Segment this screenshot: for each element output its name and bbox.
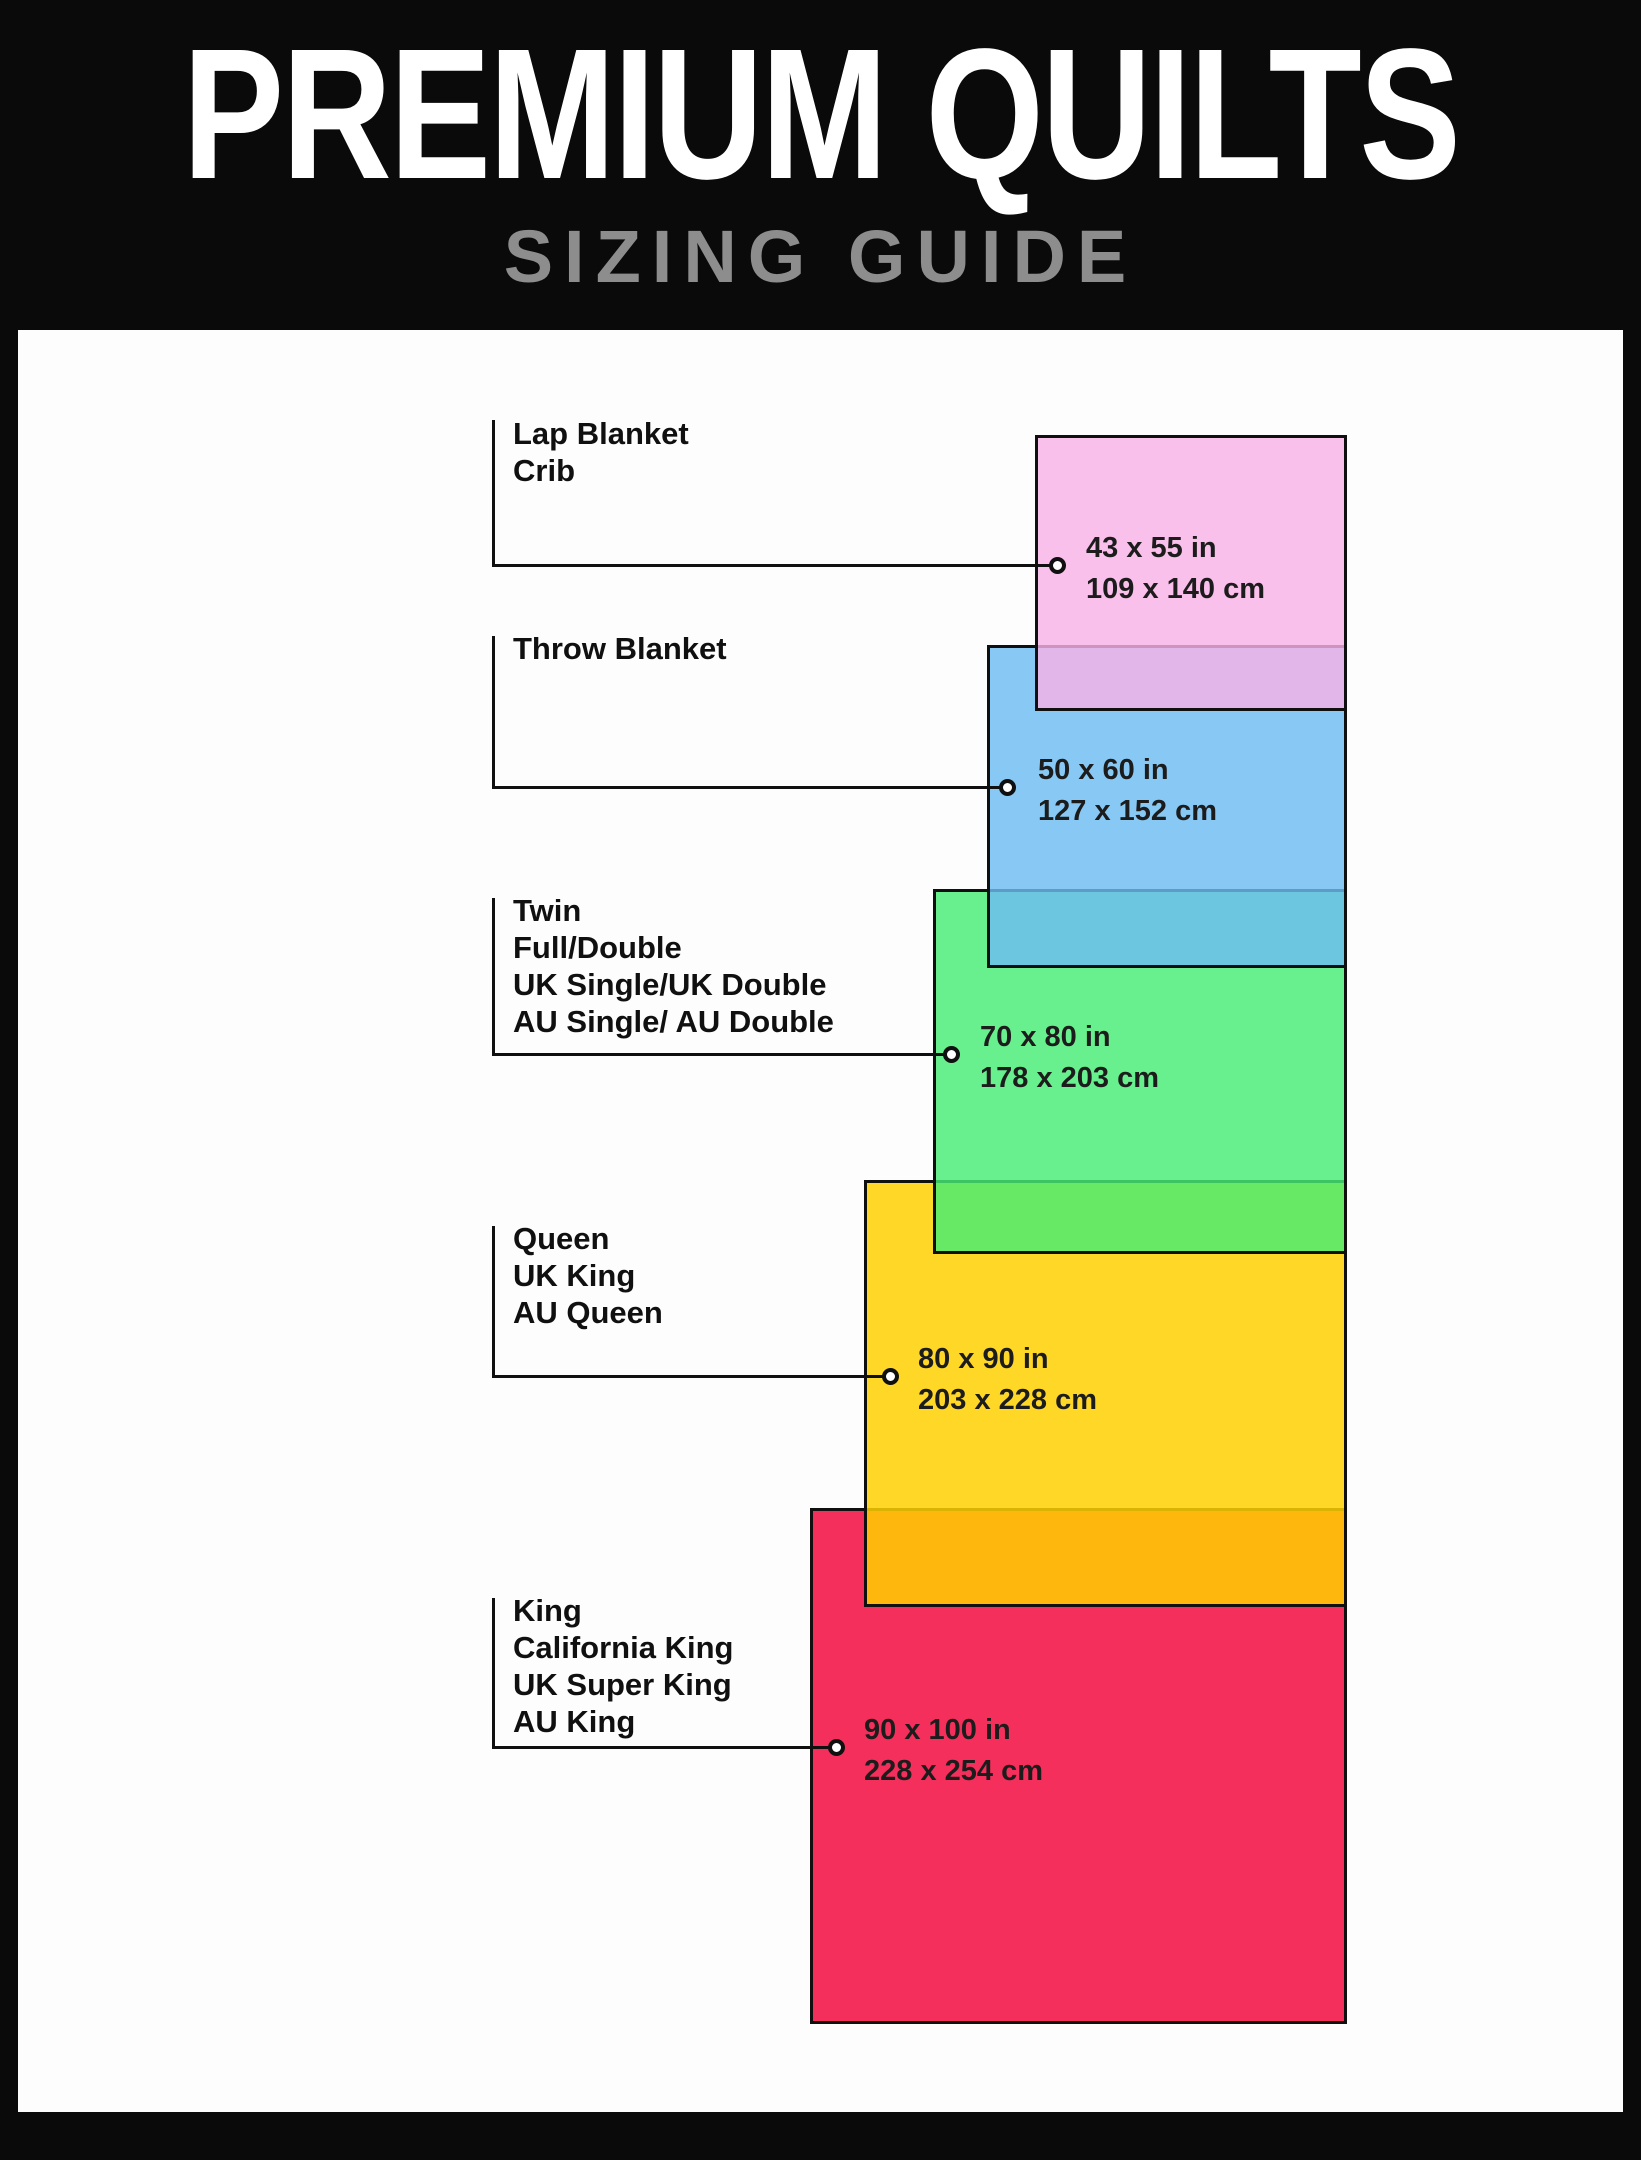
size-label-throw-blanket: Throw Blanket bbox=[513, 630, 727, 667]
connector-vline-twin-double bbox=[492, 898, 495, 1056]
label-line: UK King bbox=[513, 1258, 636, 1293]
dimension-cm: 203 x 228 cm bbox=[918, 1384, 1097, 1416]
dimensions-twin-double: 70 x 80 in 178 x 203 cm bbox=[980, 1017, 1159, 1099]
connector-hline-throw-blanket bbox=[492, 786, 1002, 789]
connector-hline-twin-double bbox=[492, 1053, 946, 1056]
connector-hline-queen bbox=[492, 1375, 885, 1378]
connector-hline-lap-blanket bbox=[492, 564, 1052, 567]
dimension-inches: 43 x 55 in bbox=[1086, 532, 1217, 564]
dimension-inches: 80 x 90 in bbox=[918, 1343, 1049, 1375]
header: PREMIUM QUILTS SIZING GUIDE bbox=[0, 0, 1641, 298]
connector-vline-king bbox=[492, 1598, 495, 1749]
dimensions-queen: 80 x 90 in 203 x 228 cm bbox=[918, 1339, 1097, 1421]
size-label-queen: Queen UK King AU Queen bbox=[513, 1220, 663, 1331]
dimension-inches: 50 x 60 in bbox=[1038, 754, 1169, 786]
size-label-twin-double: Twin Full/Double UK Single/UK Double AU … bbox=[513, 892, 834, 1040]
connector-dot-king bbox=[828, 1739, 845, 1756]
label-line: Queen bbox=[513, 1221, 610, 1256]
connector-vline-throw-blanket bbox=[492, 636, 495, 789]
dimension-cm: 127 x 152 cm bbox=[1038, 795, 1217, 827]
label-line: King bbox=[513, 1593, 582, 1628]
dimension-cm: 228 x 254 cm bbox=[864, 1755, 1043, 1787]
dimension-inches: 70 x 80 in bbox=[980, 1021, 1111, 1053]
dimension-cm: 178 x 203 cm bbox=[980, 1062, 1159, 1094]
label-line: Crib bbox=[513, 453, 575, 488]
label-line: UK Single/UK Double bbox=[513, 967, 827, 1002]
connector-vline-lap-blanket bbox=[492, 420, 495, 567]
size-label-king: King California King UK Super King AU Ki… bbox=[513, 1592, 733, 1740]
dimensions-throw-blanket: 50 x 60 in 127 x 152 cm bbox=[1038, 750, 1217, 832]
label-line: AU King bbox=[513, 1704, 636, 1739]
dimension-cm: 109 x 140 cm bbox=[1086, 573, 1265, 605]
connector-dot-queen bbox=[882, 1368, 899, 1385]
connector-hline-king bbox=[492, 1746, 831, 1749]
poster-title: PREMIUM QUILTS bbox=[182, 11, 1461, 218]
label-line: California King bbox=[513, 1630, 734, 1665]
label-line: Twin bbox=[513, 893, 582, 928]
label-line: AU Single/ AU Double bbox=[513, 1004, 834, 1039]
size-label-lap-blanket: Lap Blanket Crib bbox=[513, 415, 689, 489]
poster-subtitle: SIZING GUIDE bbox=[503, 215, 1138, 298]
quilt-rect-lap-blanket bbox=[1035, 435, 1347, 711]
label-line: Throw Blanket bbox=[513, 631, 727, 666]
label-line: Full/Double bbox=[513, 930, 682, 965]
dimensions-lap-blanket: 43 x 55 in 109 x 140 cm bbox=[1086, 528, 1265, 610]
connector-dot-throw-blanket bbox=[999, 779, 1016, 796]
label-line: AU Queen bbox=[513, 1295, 663, 1330]
connector-dot-lap-blanket bbox=[1049, 557, 1066, 574]
connector-vline-queen bbox=[492, 1226, 495, 1378]
label-line: UK Super King bbox=[513, 1667, 732, 1702]
connector-dot-twin-double bbox=[943, 1046, 960, 1063]
label-line: Lap Blanket bbox=[513, 416, 689, 451]
dimensions-king: 90 x 100 in 228 x 254 cm bbox=[864, 1710, 1043, 1792]
dimension-inches: 90 x 100 in bbox=[864, 1714, 1011, 1746]
